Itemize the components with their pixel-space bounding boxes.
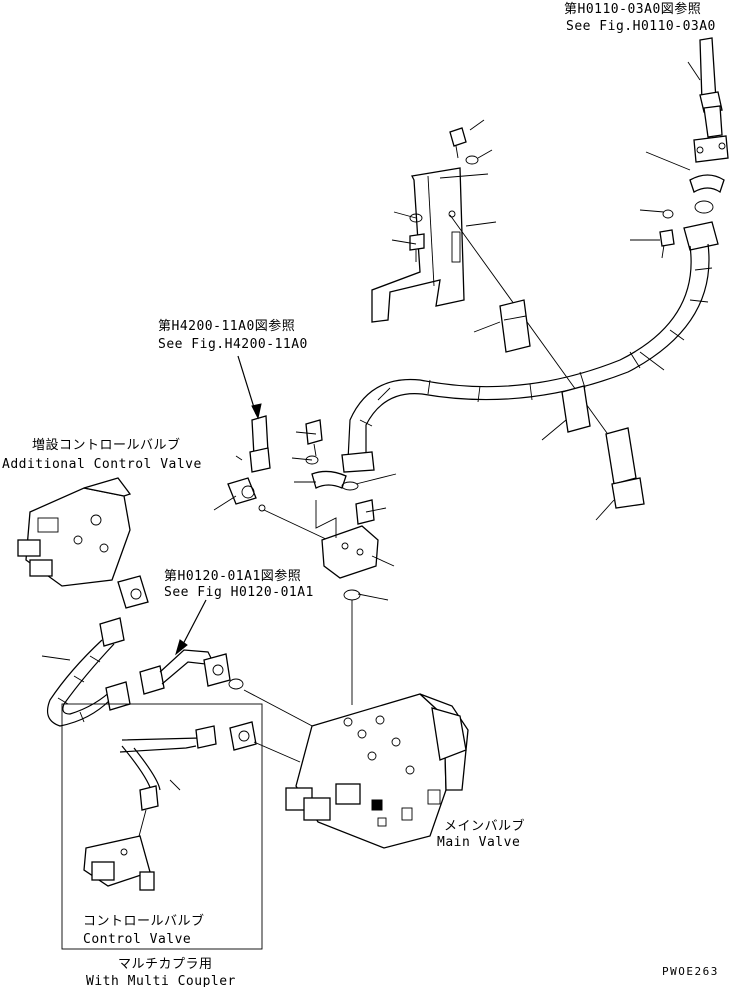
- main-valve: [229, 693, 469, 849]
- multi-coupler-en: With Multi Coupler: [86, 974, 236, 987]
- additional-control-valve: [17, 477, 149, 609]
- ref-middle-jp: 第H0120-01A1図参照: [164, 568, 301, 584]
- upper-hose-assembly: [341, 37, 729, 473]
- flange-block: [305, 419, 379, 705]
- leader-lines: [41, 61, 701, 791]
- middle-pipe: [159, 649, 317, 729]
- drawing-code: PWOE263: [662, 965, 719, 978]
- ref-middle-en: See Fig H0120-01A1: [164, 585, 314, 600]
- ref-top-right-jp: 第H0110-03A0図参照: [564, 1, 701, 17]
- additional-valve-jp: 増設コントロールバルブ: [32, 437, 181, 453]
- upper-left-fitting: [227, 415, 329, 541]
- ref-upper-left-en: See Fig.H4200-11A0: [158, 337, 308, 352]
- multi-coupler-jp: マルチカプラ用: [118, 957, 213, 972]
- left-hose: [47, 617, 165, 727]
- main-valve-jp: メインバルブ: [444, 818, 525, 834]
- mounting-bracket: [371, 127, 613, 441]
- main-valve-en: Main Valve: [437, 835, 520, 850]
- ref-upper-left-jp: 第H4200-11A0図参照: [158, 318, 295, 334]
- control-valve-en: Control Valve: [83, 932, 191, 947]
- ref-top-right-en: See Fig.H0110-03A0: [566, 19, 716, 34]
- additional-valve-en: Additional Control Valve: [2, 457, 202, 472]
- control-valve-jp: コントロールバルブ: [83, 913, 205, 929]
- labels: 第H0110-03A0図参照 See Fig.H0110-03A0 第H4200…: [2, 1, 719, 987]
- multi-coupler-inset: [61, 703, 263, 950]
- hose-clamps: [499, 299, 645, 509]
- reference-arrows: [175, 355, 262, 656]
